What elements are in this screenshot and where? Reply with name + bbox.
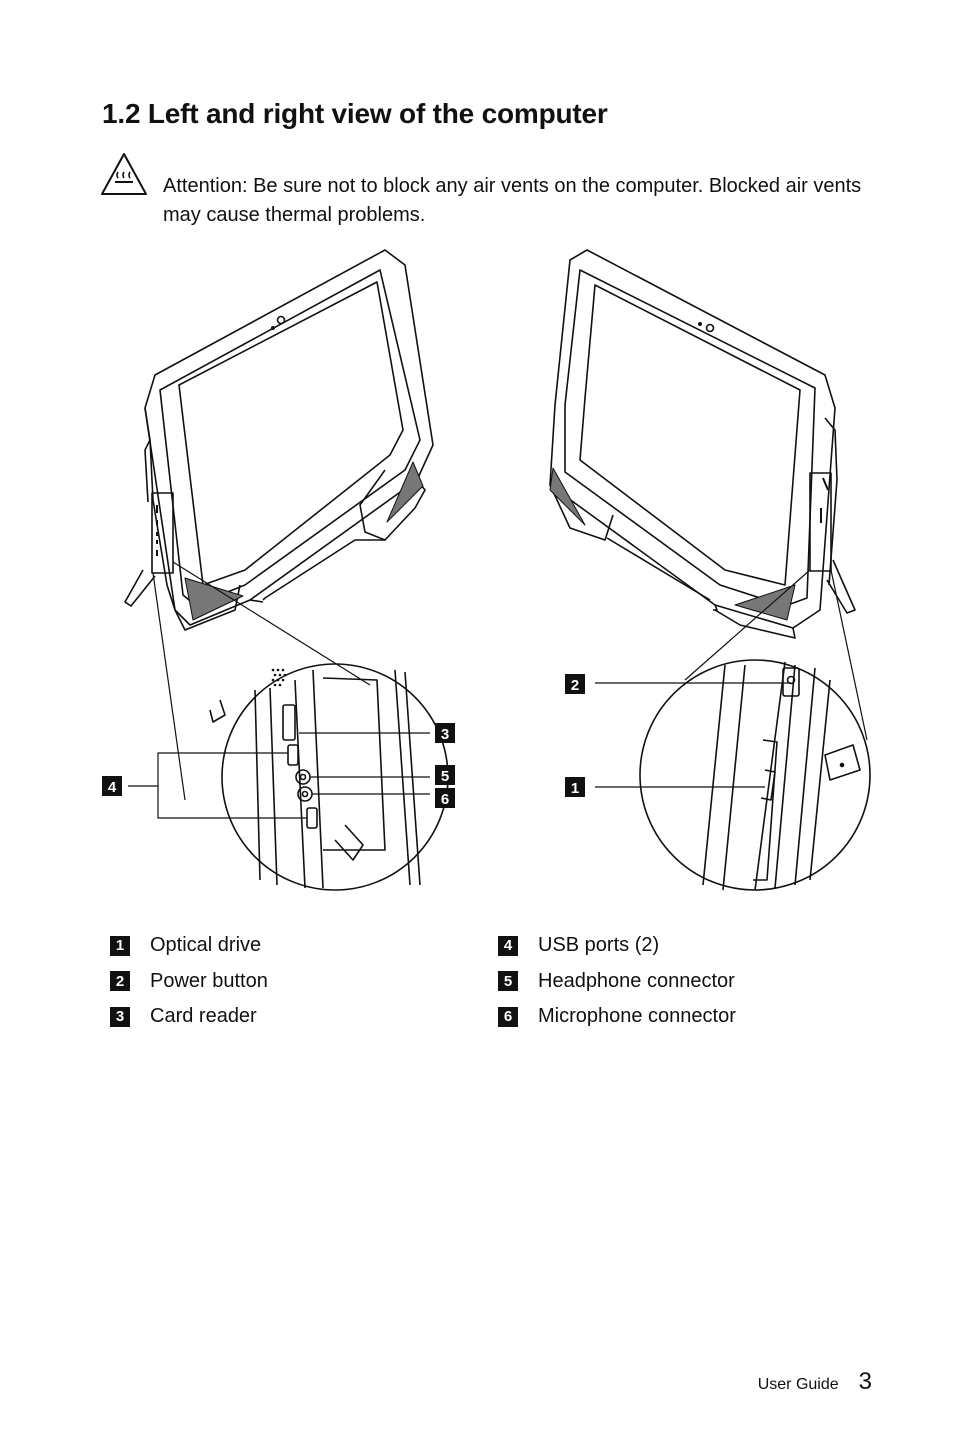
callout-5: 5 bbox=[441, 768, 449, 785]
legend-label: Optical drive bbox=[150, 934, 262, 957]
legend-number: 3 bbox=[110, 1006, 130, 1027]
legend-number: 2 bbox=[110, 971, 130, 992]
attention-text: Attention: Be sure not to block any air … bbox=[163, 172, 863, 230]
legend-number: 1 bbox=[110, 935, 130, 956]
callout-4: 4 bbox=[108, 779, 117, 796]
legend-item: 4 USB ports (2) bbox=[498, 928, 736, 964]
page-title: 1.2 Left and right view of the computer bbox=[102, 98, 608, 129]
legend-label: Card reader bbox=[150, 1005, 257, 1028]
right-view-computer bbox=[549, 249, 856, 639]
legend-number: 5 bbox=[498, 971, 518, 992]
legend-number: 6 bbox=[498, 1006, 518, 1027]
legend-label: USB ports (2) bbox=[538, 934, 660, 957]
footer-label: User Guide bbox=[757, 1376, 839, 1393]
hot-surface-warning-icon bbox=[101, 153, 147, 195]
legend-item: 5 Headphone connector bbox=[498, 964, 736, 1000]
callout-2: 2 bbox=[571, 677, 579, 694]
attention-body: Be sure not to block any air vents on th… bbox=[163, 175, 862, 226]
legend-label: Headphone connector bbox=[538, 969, 735, 992]
callout-1: 1 bbox=[571, 780, 579, 797]
callout-2-box bbox=[565, 674, 585, 694]
callout-6: 6 bbox=[441, 791, 449, 808]
legend-number: 4 bbox=[498, 935, 518, 956]
legend-item: 1 Optical drive bbox=[110, 928, 268, 964]
callout-5-box bbox=[435, 765, 455, 785]
callout-3: 3 bbox=[441, 726, 449, 743]
computer-diagram: 3 5 6 4 2 1 bbox=[102, 249, 871, 891]
legend-item: 3 Card reader bbox=[110, 999, 268, 1035]
legend-label: Microphone connector bbox=[538, 1005, 736, 1028]
legend-right-column: 4 USB ports (2) 5 Headphone connector 6 … bbox=[498, 928, 736, 1035]
legend-label: Power button bbox=[150, 969, 268, 992]
computer-side-views-figure: 3 5 6 4 2 1 bbox=[95, 240, 885, 900]
attention-label: Attention: bbox=[163, 175, 248, 197]
legend-left-column: 1 Optical drive 2 Power button 3 Card re… bbox=[110, 928, 268, 1035]
page-footer: User Guide 3 bbox=[758, 1368, 872, 1396]
callout-badges bbox=[102, 674, 585, 808]
callout-3-box bbox=[435, 723, 455, 743]
callout-6-box bbox=[435, 788, 455, 808]
legend-item: 2 Power button bbox=[110, 964, 268, 1000]
left-view-computer bbox=[124, 249, 434, 631]
legend-item: 6 Microphone connector bbox=[498, 999, 736, 1035]
callout-4-box bbox=[102, 776, 122, 796]
page-number: 3 bbox=[858, 1368, 872, 1395]
callout-1-box bbox=[565, 777, 585, 797]
right-zoom-detail bbox=[595, 569, 871, 891]
